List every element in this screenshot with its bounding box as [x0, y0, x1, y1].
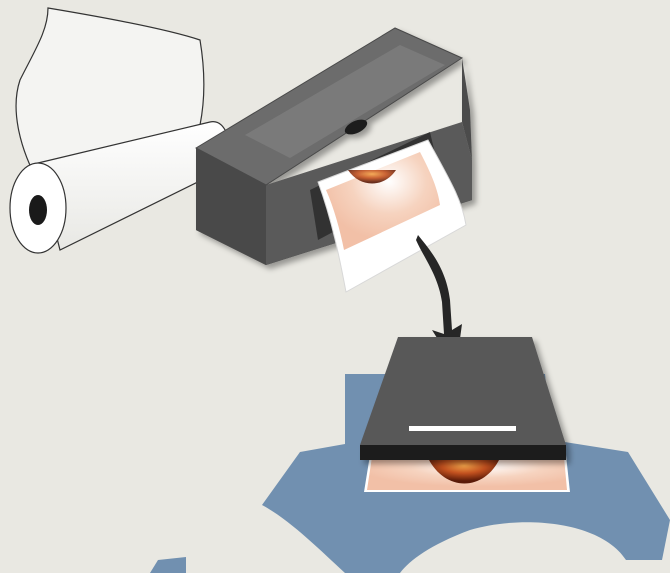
blue-shape-corner [150, 557, 186, 573]
press-plate [360, 337, 566, 460]
press-handle [409, 426, 516, 431]
roll-core [29, 195, 47, 225]
heat-press [262, 337, 670, 573]
transferred-print [364, 455, 570, 492]
